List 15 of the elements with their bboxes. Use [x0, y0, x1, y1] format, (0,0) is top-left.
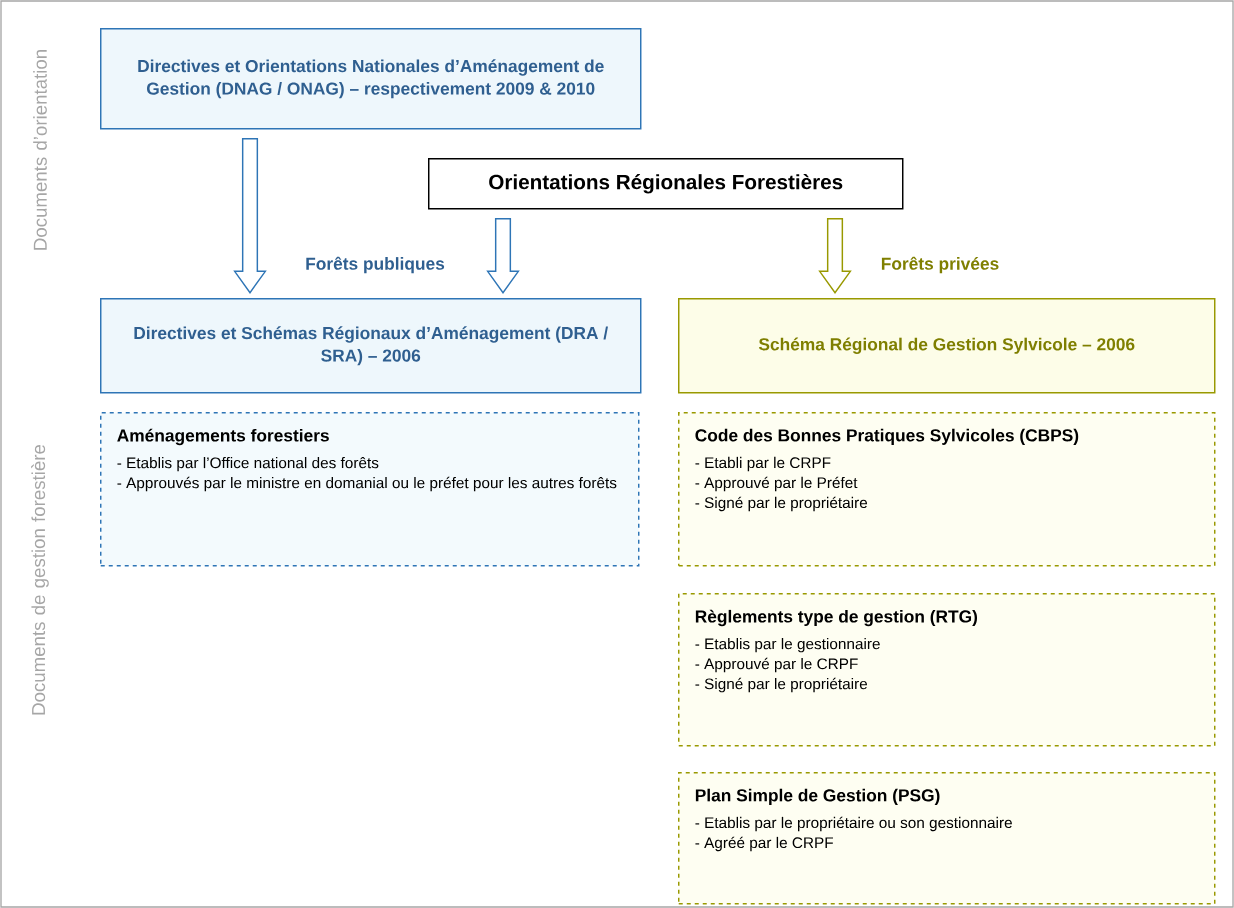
- branch-label: Forêts publiques: [306, 256, 445, 274]
- dashed-box: Règlements type de gestion (RTG) - Etablis par le gestionnaire - Approuvé par le CRPF - Signé par le propriétaire: [678, 593, 1216, 747]
- title-box: Schéma Régional de Gestion Sylvicole – 2006: [678, 298, 1216, 394]
- block-arrow: [818, 218, 852, 294]
- dashed-box: Aménagements forestiers - Etablis par l’Office national des forêts - Approuvés par le ministre en domanial ou le préfet pour les autres forêts: [100, 412, 640, 567]
- dashed-box: Code des Bonnes Pratiques Sylvicoles (CBPS) - Etabli par le CRPF - Approuvé par le Préfet - Signé par le propriétaire: [678, 412, 1216, 567]
- block-arrow: [233, 138, 267, 294]
- dashed-box: Plan Simple de Gestion (PSG) - Etablis par le propriétaire ou son gestionnaire - Agréé par le CRPF: [678, 772, 1216, 905]
- title-box: Orientations Régionales Forestières: [428, 158, 904, 210]
- block-arrow: [486, 218, 520, 294]
- title-box: Directives et Schémas Régionaux d’Aménagement (DRA / SRA) – 2006: [100, 298, 642, 394]
- branch-label: Forêts privées: [881, 256, 999, 274]
- side-label: Documents de gestion forestière: [31, 444, 49, 715]
- side-label: Documents d’orientation: [33, 50, 47, 250]
- title-box: Directives et Orientations Nationales d’Aménagement de Gestion (DNAG / ONAG) – respectivement 2009 & 2010: [100, 28, 642, 130]
